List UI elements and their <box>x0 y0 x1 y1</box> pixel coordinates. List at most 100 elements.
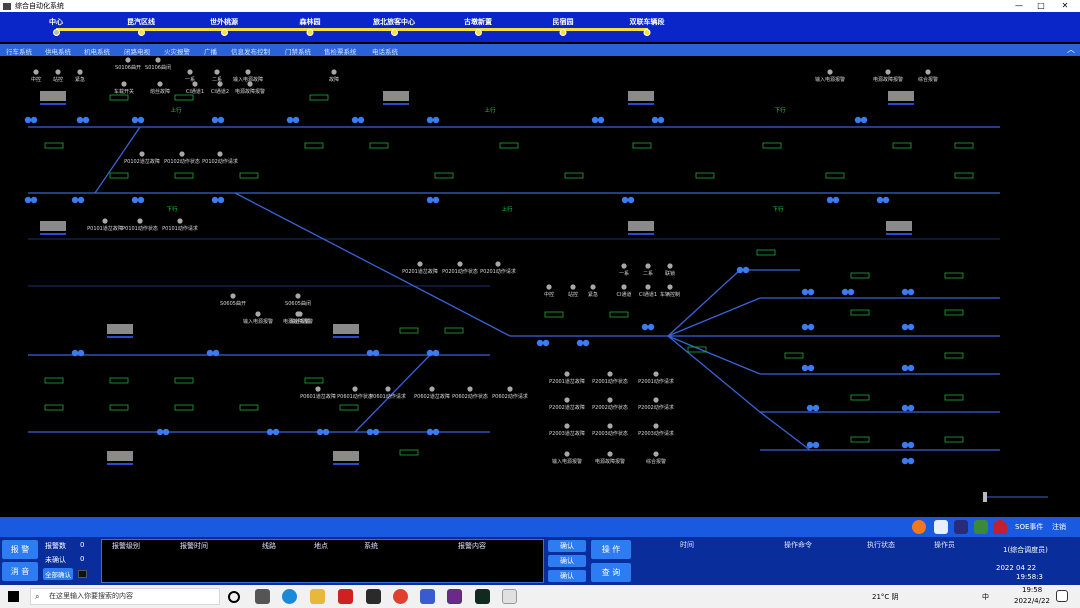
alarm-table[interactable]: 报警级别 报警时间 线路 地点 系统 报警内容 <box>101 539 544 583</box>
signal-icon <box>426 428 434 436</box>
logout-link[interactable]: 注销 <box>1052 523 1066 531</box>
status-indicator <box>944 436 964 443</box>
signal-icon <box>316 428 324 436</box>
signal-icon <box>736 266 744 274</box>
confirm-button[interactable]: 确认 <box>548 570 586 582</box>
station-2[interactable]: 世外桃源 <box>210 17 238 36</box>
subsystem-tab[interactable]: 行车系统 <box>6 48 32 56</box>
maximize-button[interactable]: □ <box>1037 1 1045 10</box>
weather-text[interactable]: 21°C 阴 <box>872 593 899 601</box>
platform-icon <box>107 324 133 334</box>
indicator-label: P2001动作状态 <box>592 378 628 385</box>
save-icon[interactable] <box>934 520 948 534</box>
direction-label: 上行 <box>484 106 496 114</box>
app-icon-dark[interactable] <box>366 589 381 604</box>
station-5[interactable]: 古墩新置 <box>464 17 492 36</box>
indicator-label: 综合报警 <box>646 458 666 465</box>
platform-icon <box>628 91 654 101</box>
indicator-label: P2002动作请求 <box>638 404 674 411</box>
subsystem-tab[interactable]: 供电系统 <box>45 48 71 56</box>
subsystem-tab[interactable]: 门禁系统 <box>285 48 311 56</box>
subsystem-tab[interactable]: 信息发布控制 <box>231 48 270 56</box>
signal-icon <box>211 196 219 204</box>
scada-app-icon[interactable] <box>447 589 462 604</box>
signal-icon <box>286 116 294 124</box>
status-led-icon <box>607 423 613 429</box>
taskbar-search-input[interactable]: ⌕ 在这里输入你要搜索的内容 <box>30 588 220 605</box>
subsystem-tab[interactable]: 火灾报警 <box>164 48 190 56</box>
notification-icon[interactable] <box>1056 590 1068 602</box>
station-4[interactable]: 旅北旅客中心 <box>373 17 415 36</box>
status-indicator <box>44 377 64 384</box>
edit-icon[interactable] <box>974 520 988 534</box>
windows-start-icon[interactable] <box>8 591 19 602</box>
status-indicator <box>339 404 359 411</box>
signal-icon <box>907 364 915 372</box>
subsystem-tab[interactable]: 闭路电视 <box>124 48 150 56</box>
add-icon[interactable] <box>912 520 926 534</box>
status-indicator <box>784 352 804 359</box>
status-led-icon <box>564 423 570 429</box>
subsystem-tab[interactable]: 机电系统 <box>84 48 110 56</box>
status-indicator <box>850 309 870 316</box>
station-1[interactable]: 昆汽区线 <box>127 17 155 36</box>
app-icon-red[interactable] <box>338 589 353 604</box>
alarm-button[interactable]: 报 警 <box>2 540 38 559</box>
station-3[interactable]: 森林园 <box>300 17 321 36</box>
confirm-button[interactable]: 确认 <box>548 555 586 567</box>
direction-label: 上行 <box>170 106 182 114</box>
station-6[interactable]: 民宿园 <box>553 17 574 36</box>
station-center[interactable]: 中心 <box>49 17 63 36</box>
alarm-count-value: 0 <box>80 541 85 549</box>
user-icon[interactable] <box>993 520 1007 534</box>
signal-icon <box>576 339 584 347</box>
clock-time[interactable]: 19:58 <box>1022 586 1043 594</box>
signal-icon <box>901 364 909 372</box>
terminal-icon[interactable] <box>475 589 490 604</box>
signal-icon <box>24 116 32 124</box>
platform-track <box>333 336 359 338</box>
mute-button[interactable]: 消 音 <box>2 562 38 581</box>
column-header: 报警内容 <box>458 542 486 550</box>
signal-icon <box>536 339 544 347</box>
subsystem-tab[interactable]: 广播 <box>204 48 217 56</box>
file-explorer-icon[interactable] <box>310 589 325 604</box>
close-button[interactable]: ✕ <box>1061 1 1069 10</box>
chevron-up-icon[interactable]: ︿ <box>1067 45 1075 54</box>
signal-icon <box>426 196 434 204</box>
app-icon-blue[interactable] <box>420 589 435 604</box>
subsystem-tab[interactable]: 电话系统 <box>372 48 398 56</box>
soe-events-link[interactable]: SOE事件 <box>1015 523 1044 531</box>
signal-icon <box>77 349 85 357</box>
signal-icon <box>901 441 909 449</box>
command-table[interactable]: 时间 操作命令 执行状态 操作员 <box>636 539 976 583</box>
operate-button[interactable]: 操 作 <box>591 540 631 559</box>
status-led-icon <box>157 81 163 87</box>
status-led-icon <box>417 261 423 267</box>
cortana-icon[interactable] <box>228 591 240 603</box>
edge-icon[interactable] <box>282 589 297 604</box>
clock-date[interactable]: 2022/4/22 <box>1014 597 1050 605</box>
station-7[interactable]: 双联车辆段 <box>630 17 665 36</box>
train-icon[interactable] <box>954 520 968 534</box>
status-led-icon <box>607 397 613 403</box>
task-view-icon[interactable] <box>255 589 270 604</box>
signal-icon <box>76 116 84 124</box>
status-led-icon <box>217 151 223 157</box>
indicator-label: P2003动作请求 <box>638 430 674 437</box>
signal-icon <box>366 428 374 436</box>
status-led-icon <box>645 284 651 290</box>
query-button[interactable]: 查 询 <box>591 563 631 582</box>
signal-icon <box>357 116 365 124</box>
indicator-label: P2002动作状态 <box>592 404 628 411</box>
subsystem-tab[interactable]: 售检票系统 <box>324 48 357 56</box>
indicator-label: P0602道岔故障 <box>414 393 450 400</box>
confirm-all-button[interactable]: 全部确认 <box>43 568 73 580</box>
confirm-button[interactable]: 确认 <box>548 540 586 552</box>
chrome-icon[interactable] <box>393 589 408 604</box>
ime-indicator[interactable]: 中 <box>982 593 989 601</box>
status-indicator <box>762 142 782 149</box>
signal-icon <box>901 404 909 412</box>
app-icon-light[interactable] <box>502 589 517 604</box>
minimize-button[interactable]: — <box>1015 1 1023 10</box>
